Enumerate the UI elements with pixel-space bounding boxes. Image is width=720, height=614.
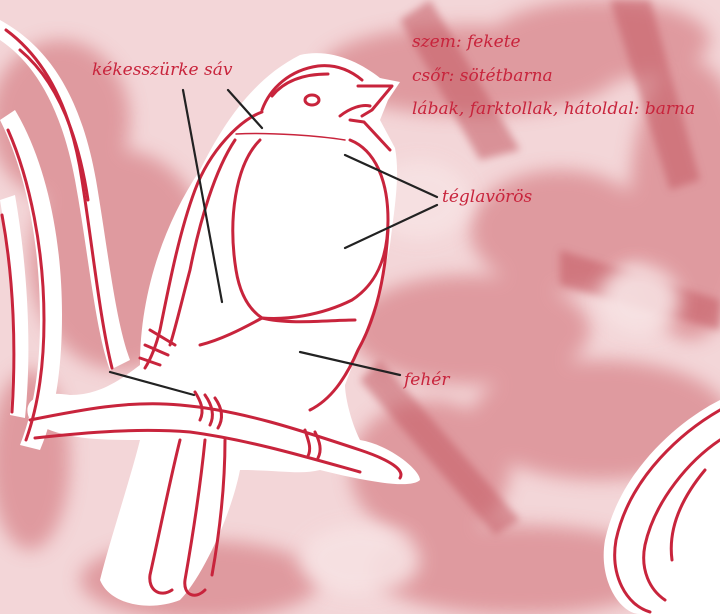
label-legs-tail-back-color: lábak, farktollak, hátoldal: barna — [412, 101, 695, 118]
label-white: fehér — [404, 372, 450, 389]
label-brick-red: téglavörös — [442, 189, 532, 206]
label-bluish-grey-band: kékesszürke sáv — [92, 62, 232, 79]
label-beak-color: csőr: sötétbarna — [412, 68, 553, 85]
label-eye-color: szem: fekete — [412, 34, 521, 51]
